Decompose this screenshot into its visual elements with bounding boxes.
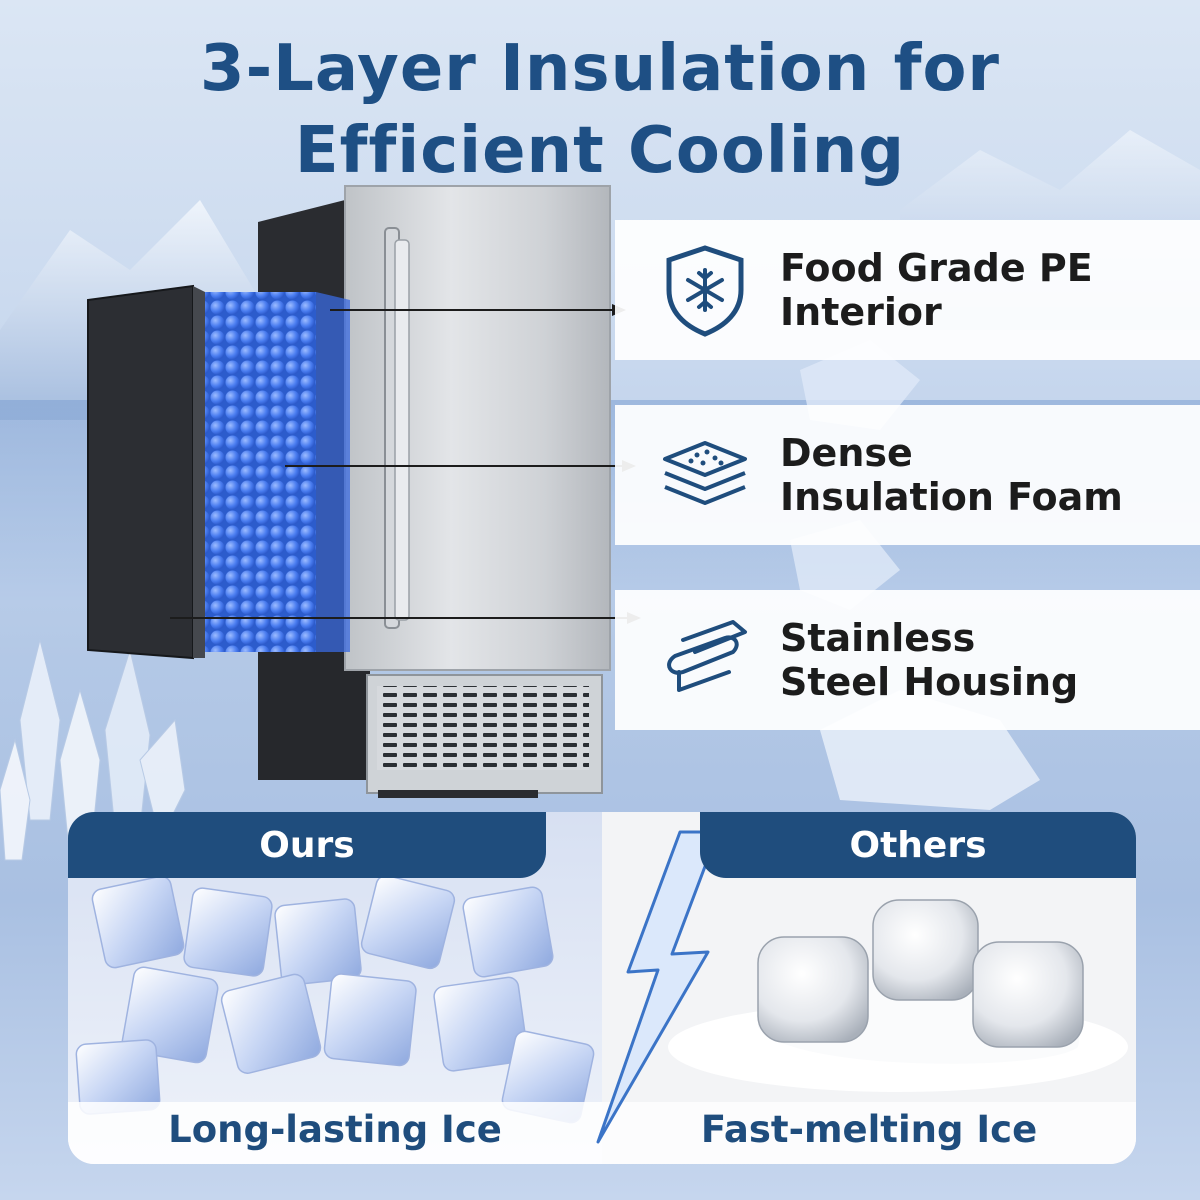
ours-caption: Long-lasting Ice xyxy=(168,1108,502,1151)
vent-grille xyxy=(377,686,589,770)
outer-panel xyxy=(87,284,194,660)
feature-insulation-foam: Dense Insulation Foam xyxy=(615,405,1200,545)
fast-melting-ice-cubes xyxy=(668,899,1128,1092)
comparison-panel: Ours Others Long-lasting Ice Fast-meltin… xyxy=(68,812,1136,1164)
feature-food-grade: Food Grade PE Interior xyxy=(615,220,1200,360)
arrow-foam xyxy=(285,460,636,472)
feature-food-grade-text: Food Grade PE Interior xyxy=(780,246,1093,334)
steel-sheet-icon xyxy=(667,620,747,692)
shield-snowflake-icon xyxy=(666,245,744,337)
feature-steel-housing-text: Stainless Steel Housing xyxy=(780,616,1079,704)
arrow-interior xyxy=(330,304,626,316)
feature-insulation-foam-text: Dense Insulation Foam xyxy=(780,431,1123,519)
comparison-images xyxy=(68,812,1136,1164)
foam-layer xyxy=(198,292,316,652)
title-line-1: 3-Layer Insulation for xyxy=(200,32,1000,106)
crystal-cluster-icon xyxy=(0,639,186,861)
feature-steel-housing: Stainless Steel Housing xyxy=(615,590,1200,730)
page-title: 3-Layer Insulation for Efficient Cooling xyxy=(0,28,1200,192)
ours-label: Ours xyxy=(68,812,546,878)
foam-layers-icon xyxy=(663,441,747,505)
arrow-housing xyxy=(170,612,641,624)
long-lasting-ice-cubes xyxy=(75,874,595,1124)
title-line-2: Efficient Cooling xyxy=(294,114,906,188)
others-label: Others xyxy=(700,812,1136,878)
others-caption: Fast-melting Ice xyxy=(700,1108,1038,1151)
